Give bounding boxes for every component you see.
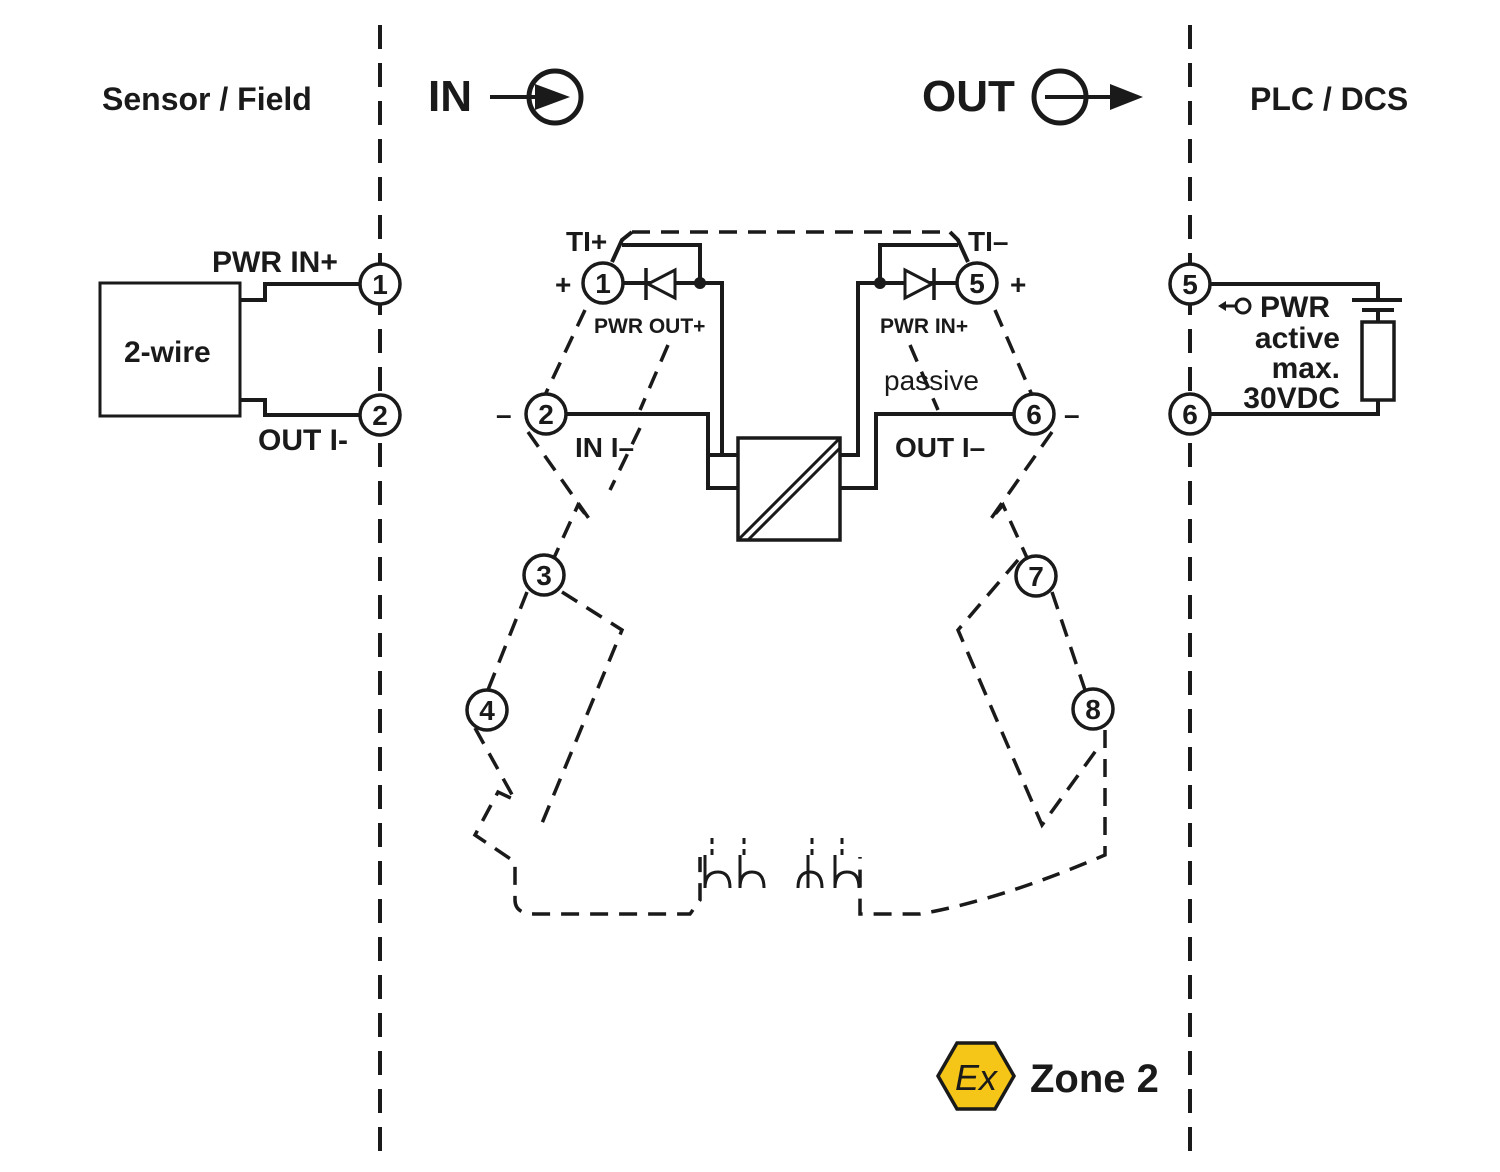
field-wire-out [240, 398, 362, 417]
ex-symbol-label: Ex [955, 1057, 999, 1098]
module-plus-right: + [1010, 269, 1026, 300]
left-junction-dot [694, 277, 706, 289]
field-terminal-1 [358, 262, 402, 306]
module-terminal-5-label: 5 [969, 268, 985, 299]
module-terminal-7 [1014, 554, 1058, 598]
zone-2-label: Zone 2 [1030, 1057, 1159, 1101]
right-pwr-wire [840, 281, 880, 457]
zone-label-in: IN [428, 72, 472, 121]
plc-terminal-5-label: 5 [1182, 269, 1198, 300]
current-source-icon [1218, 297, 1252, 315]
module-terminal-3 [522, 553, 566, 597]
ti-plus-label: TI+ [566, 226, 607, 257]
right-inner-housing-dashed [955, 558, 1102, 829]
right-diode-icon [903, 267, 936, 301]
left-pwr-wire [700, 281, 724, 457]
left-inner-housing-dashed [538, 590, 625, 829]
left-housing-dashed [472, 309, 702, 916]
module-terminal-8-label: 8 [1085, 694, 1101, 725]
right-bypass-wire [878, 243, 958, 283]
module-terminal-7-label: 7 [1028, 561, 1044, 592]
field-terminal-2-label: 2 [372, 400, 388, 431]
module-plus-left: + [555, 269, 571, 300]
left-diode-icon [644, 267, 677, 301]
plc-max-label: max. [1272, 352, 1340, 385]
in-i-label: IN I– [575, 432, 634, 463]
ti-minus-contact [948, 230, 970, 263]
field-terminal-1-label: 1 [372, 269, 388, 300]
module-terminal-4 [465, 688, 509, 732]
module-minus-right: – [1064, 399, 1080, 430]
out-i-label: OUT I– [895, 432, 985, 463]
right-junction-dot [874, 277, 886, 289]
module-terminal-8 [1071, 687, 1115, 731]
field-out-i-label: OUT I- [258, 424, 348, 457]
plc-terminal-6-label: 6 [1182, 399, 1198, 430]
module-terminal-4-label: 4 [479, 695, 495, 726]
dc-source-icon [1352, 298, 1402, 322]
module-terminal-6-label: 6 [1026, 399, 1042, 430]
pwr-out-label: PWR OUT+ [594, 315, 705, 338]
zone-label-out: OUT [922, 72, 1015, 121]
plc-terminal-5 [1168, 262, 1212, 306]
field-terminal-2 [358, 393, 402, 437]
left-in-wire [566, 412, 738, 490]
module-minus-left: – [496, 399, 512, 430]
plc-terminal-6 [1168, 392, 1212, 436]
module-terminal-6 [1012, 392, 1056, 436]
zone-label-plc: PLC / DCS [1250, 81, 1408, 117]
two-wire-device-box [98, 281, 242, 418]
field-pwr-in-label: PWR IN+ [212, 246, 338, 279]
plc-wire-top [1210, 282, 1380, 300]
in-arrow-icon [490, 68, 584, 126]
plc-wire-bottom [1210, 400, 1380, 416]
isolation-converter-icon [736, 436, 842, 542]
zone-label-sensor: Sensor / Field [102, 81, 312, 117]
field-wire-pwr [240, 282, 362, 302]
right-housing-dashed [858, 309, 1107, 916]
ex-hexagon-icon: Ex [935, 1041, 1017, 1111]
pwr-in-label: PWR IN+ [880, 315, 968, 338]
load-resistor-icon [1360, 320, 1396, 402]
ti-plus-contact [610, 230, 634, 263]
plc-voltage-label: 30VDC [1243, 382, 1340, 415]
plc-active-label: active [1255, 322, 1340, 355]
plc-pwr-label: PWR [1260, 291, 1330, 324]
module-terminal-3-label: 3 [536, 560, 552, 591]
rail-contacts-icon [703, 838, 861, 889]
module-terminal-2 [524, 392, 568, 436]
module-terminal-1-label: 1 [595, 268, 611, 299]
out-arrow-icon [1031, 68, 1143, 126]
ti-minus-label: TI– [968, 226, 1008, 257]
right-out-wire [840, 412, 1014, 490]
module-terminal-5 [955, 261, 999, 305]
two-wire-label: 2-wire [124, 336, 211, 369]
passive-label: passive [884, 365, 979, 396]
module-terminal-1 [581, 261, 625, 305]
module-terminal-2-label: 2 [538, 399, 554, 430]
